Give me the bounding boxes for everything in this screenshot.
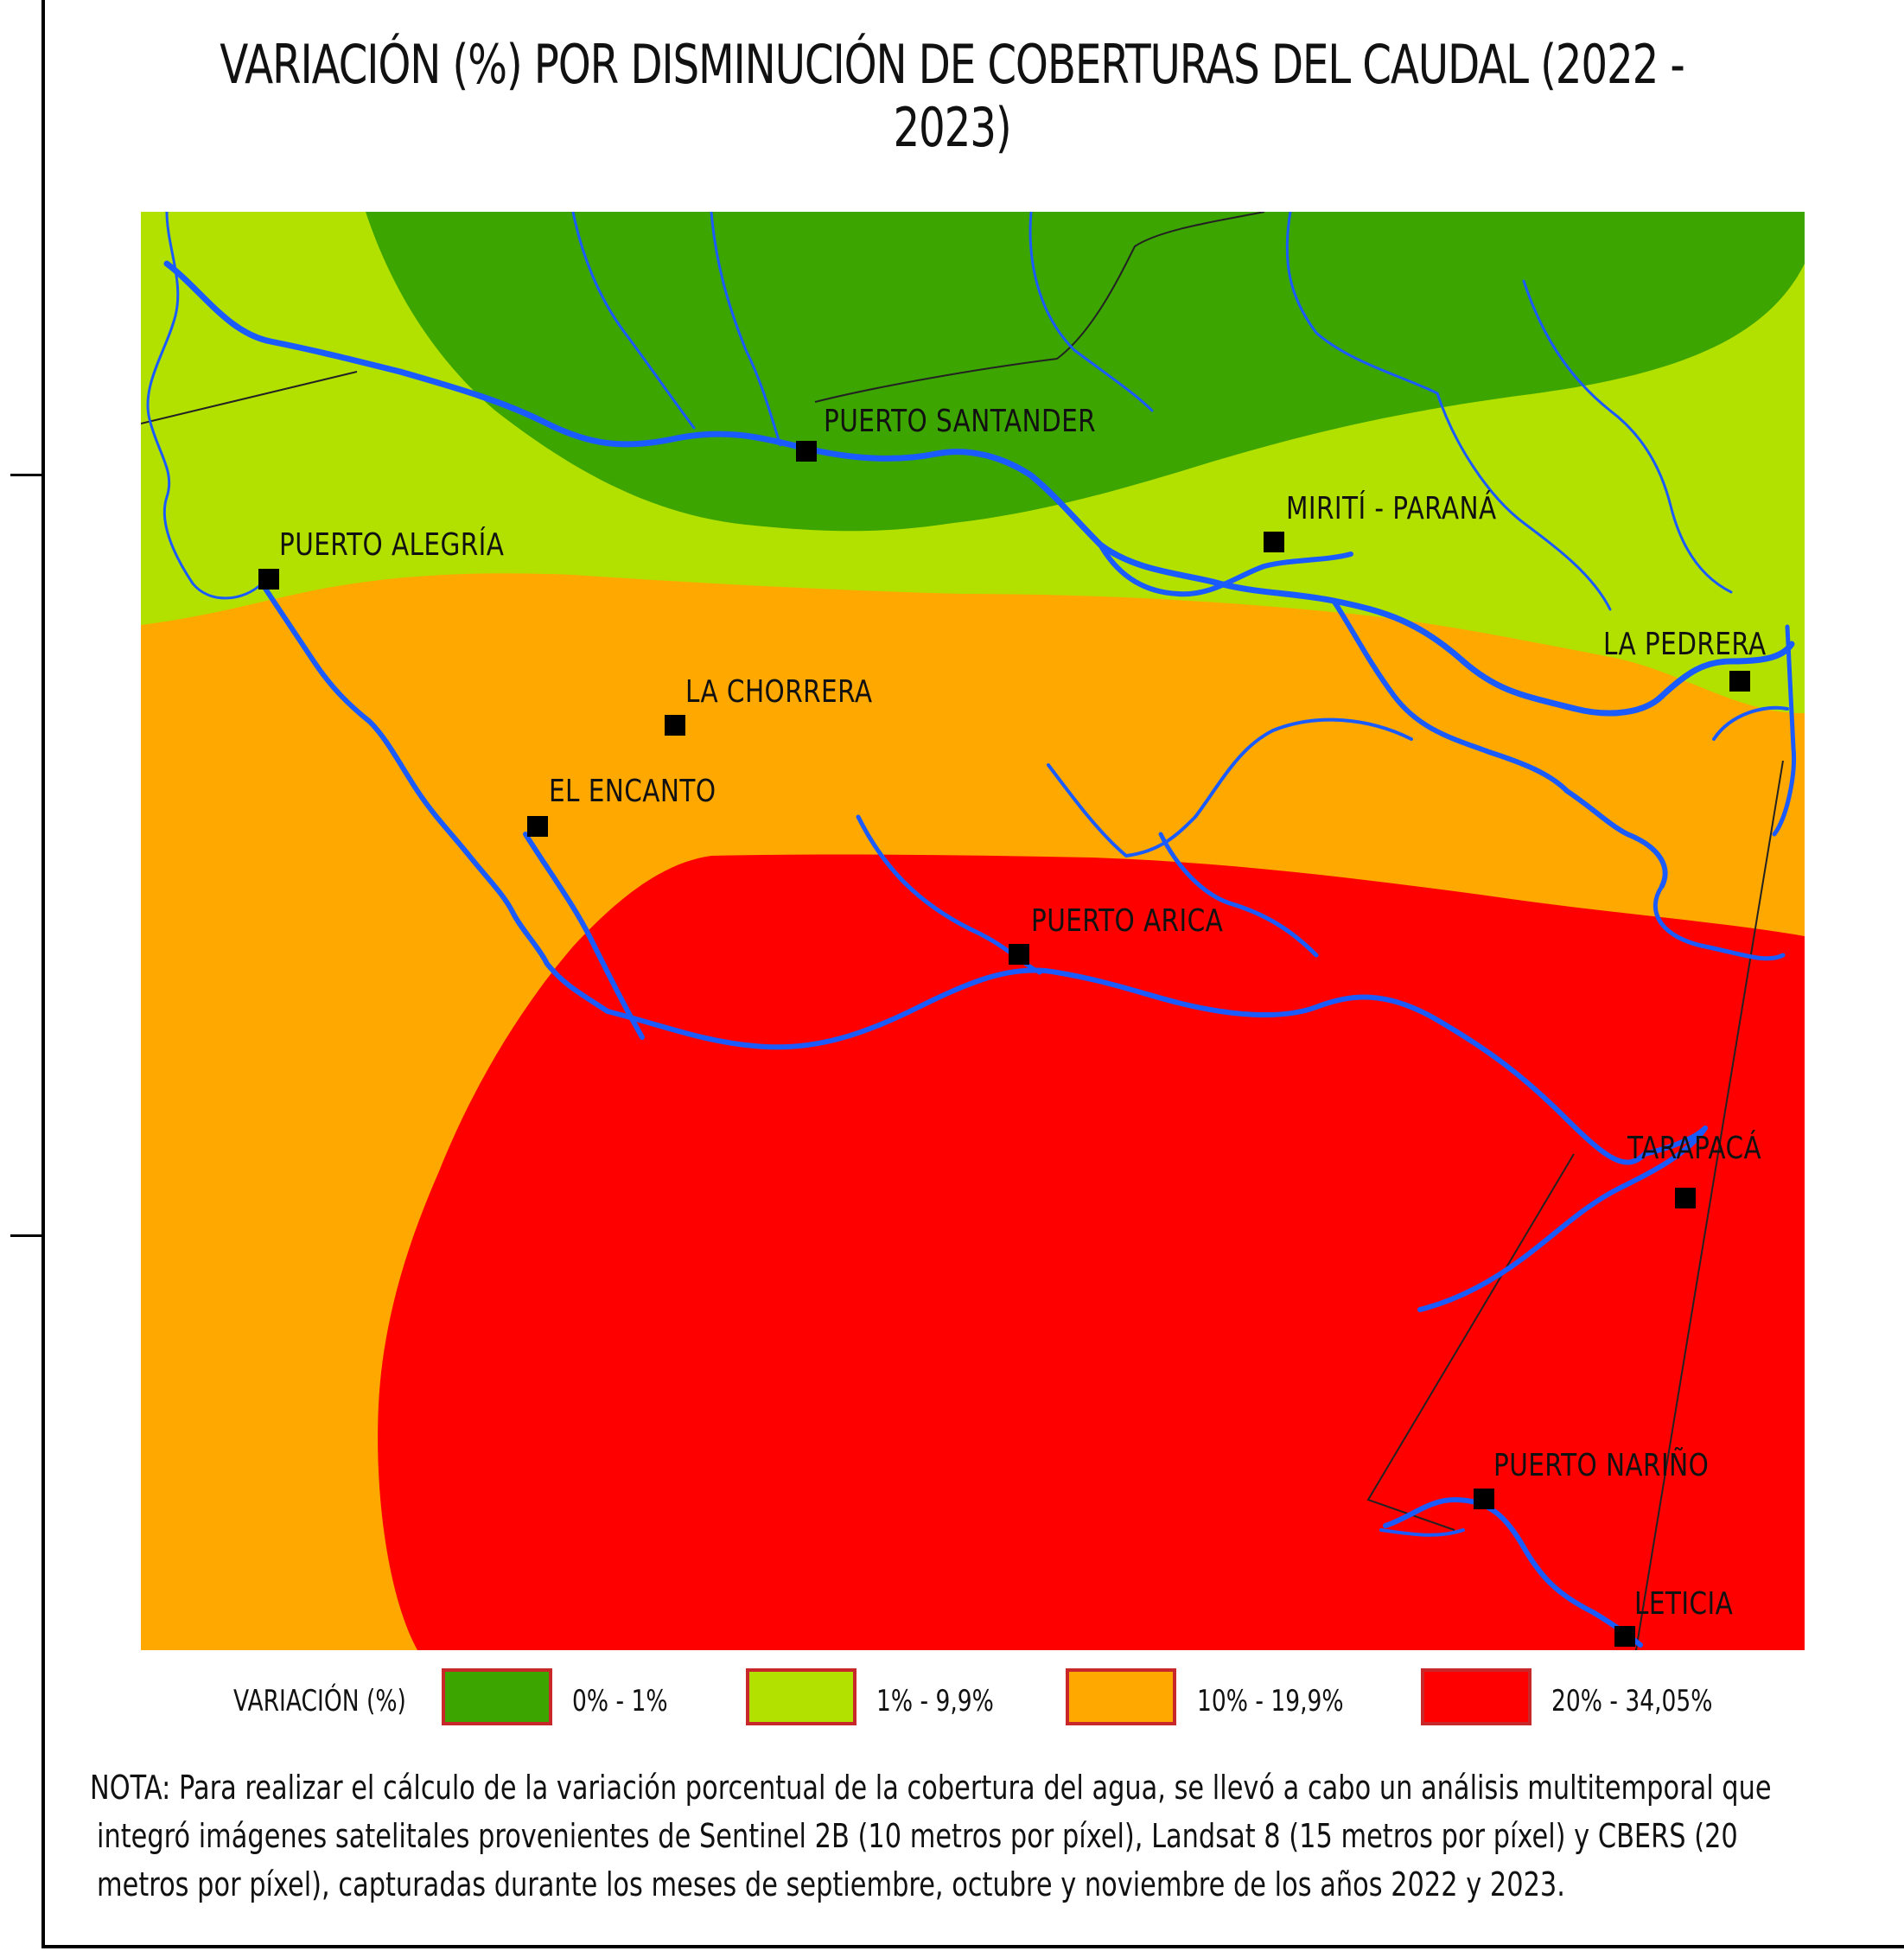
legend-swatch-0-1 <box>442 1668 552 1725</box>
town-label-leticia: LETICIA <box>1634 1586 1734 1622</box>
methodology-note: NOTA: Para realizar el cálculo de la var… <box>90 1763 1853 1909</box>
legend-swatch-20-34-05 <box>1421 1668 1531 1725</box>
left-tick <box>10 474 41 476</box>
town-label-la-pedrera: LA PEDRERA <box>1603 627 1767 662</box>
town-marker-la-pedrera[interactable] <box>1729 671 1750 692</box>
town-marker-puerto-santander[interactable] <box>796 441 817 462</box>
map-area[interactable]: PUERTO SANTANDER MIRITÍ - PARANÁ PUERTO … <box>141 212 1805 1650</box>
town-marker-puerto-arica[interactable] <box>1009 944 1029 965</box>
town-label-puerto-narino: PUERTO NARIÑO <box>1493 1448 1710 1483</box>
legend-swatch-10-19-9 <box>1066 1668 1176 1725</box>
zone-20-34-05 <box>378 854 1805 1650</box>
boundary-lines <box>141 212 1784 1650</box>
left-tick <box>10 1234 41 1237</box>
legend-swatch-1-9-9 <box>746 1668 856 1725</box>
town-label-el-encanto: EL ENCANTO <box>549 774 716 809</box>
legend-title: VARIACIÓN (%) <box>233 1684 406 1718</box>
note-line: metros por píxel), capturadas durante lo… <box>97 1865 1565 1903</box>
town-marker-puerto-narino[interactable] <box>1474 1489 1494 1509</box>
town-marker-puerto-alegria[interactable] <box>258 569 279 590</box>
legend: VARIACIÓN (%) 0% - 1% 1% - 9,9% 10% - 19… <box>0 1668 1904 1755</box>
town-label-puerto-arica: PUERTO ARICA <box>1031 903 1224 939</box>
legend-label-10-19-9: 10% - 19,9% <box>1197 1684 1344 1718</box>
note-line: NOTA: Para realizar el cálculo de la var… <box>90 1769 1772 1807</box>
map-title: VARIACIÓN (%) POR DISMINUCIÓN DE COBERTU… <box>220 33 1685 159</box>
town-label-miriti-parana: MIRITÍ - PARANÁ <box>1286 491 1497 526</box>
map-svg <box>141 212 1805 1650</box>
legend-label-1-9-9: 1% - 9,9% <box>876 1684 994 1718</box>
town-label-puerto-alegria: PUERTO ALEGRÍA <box>279 527 505 563</box>
town-marker-miriti-parana[interactable] <box>1264 532 1284 552</box>
town-marker-tarapaca[interactable] <box>1675 1188 1696 1208</box>
note-line: integró imágenes satelitales proveniente… <box>97 1817 1738 1855</box>
legend-label-0-1: 0% - 1% <box>572 1684 668 1718</box>
town-label-la-chorrera: LA CHORRERA <box>685 674 873 710</box>
town-marker-la-chorrera[interactable] <box>665 715 685 736</box>
legend-label-20-34-05: 20% - 34,05% <box>1551 1684 1713 1718</box>
town-label-puerto-santander: PUERTO SANTANDER <box>824 404 1097 439</box>
town-marker-leticia[interactable] <box>1614 1626 1635 1647</box>
town-label-tarapaca: TARAPACÁ <box>1627 1131 1762 1166</box>
river-network <box>146 212 1797 1648</box>
town-marker-el-encanto[interactable] <box>527 816 548 837</box>
